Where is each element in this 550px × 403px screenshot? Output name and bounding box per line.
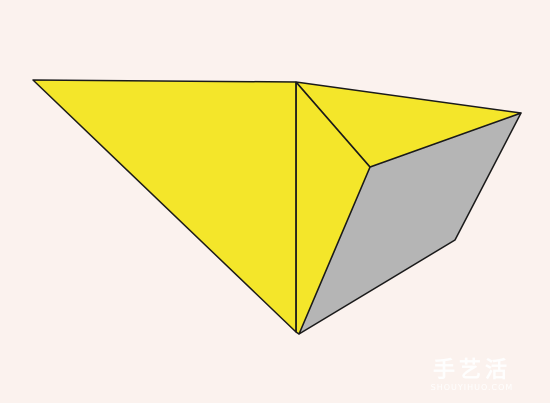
watermark-main-text: 手艺活 (432, 358, 511, 383)
watermark-sub-text: SHOUYIHUO.COM (430, 383, 514, 392)
site-watermark: 手艺活 SHOUYIHUO.COM (412, 359, 532, 393)
yellow-left-triangle (32, 79, 297, 333)
diagonal-fold-line (295, 81, 371, 168)
